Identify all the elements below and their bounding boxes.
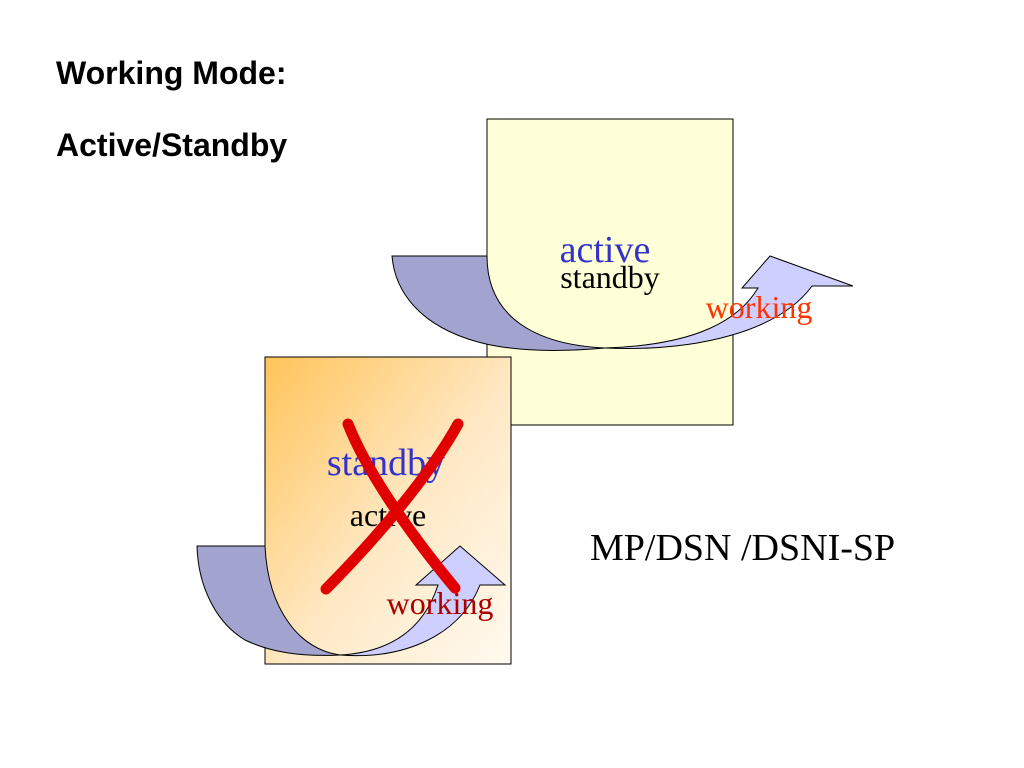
- top-working-label: working: [706, 289, 813, 325]
- top-unit-box: [486, 118, 734, 426]
- top-secondary-label: standby: [560, 259, 660, 295]
- top-unit: active standby working: [391, 118, 854, 426]
- top-primary-label: active: [560, 229, 651, 271]
- bottom-switch-arrow-tail: [196, 545, 341, 656]
- bottom-switch-arrow-head: [339, 545, 507, 657]
- module-caption: MP/DSN /DSNI-SP: [590, 527, 896, 569]
- failure-cross-icon: [320, 418, 464, 595]
- bottom-working-label: working: [387, 585, 494, 621]
- mode-title: Working Mode:: [56, 55, 287, 91]
- bottom-unit-box: [264, 356, 512, 665]
- top-switch-arrow-head: [604, 255, 854, 349]
- mode-subtitle: Active/Standby: [56, 127, 288, 163]
- bottom-unit: standby active working: [196, 356, 512, 665]
- top-switch-arrow-tail: [391, 255, 606, 351]
